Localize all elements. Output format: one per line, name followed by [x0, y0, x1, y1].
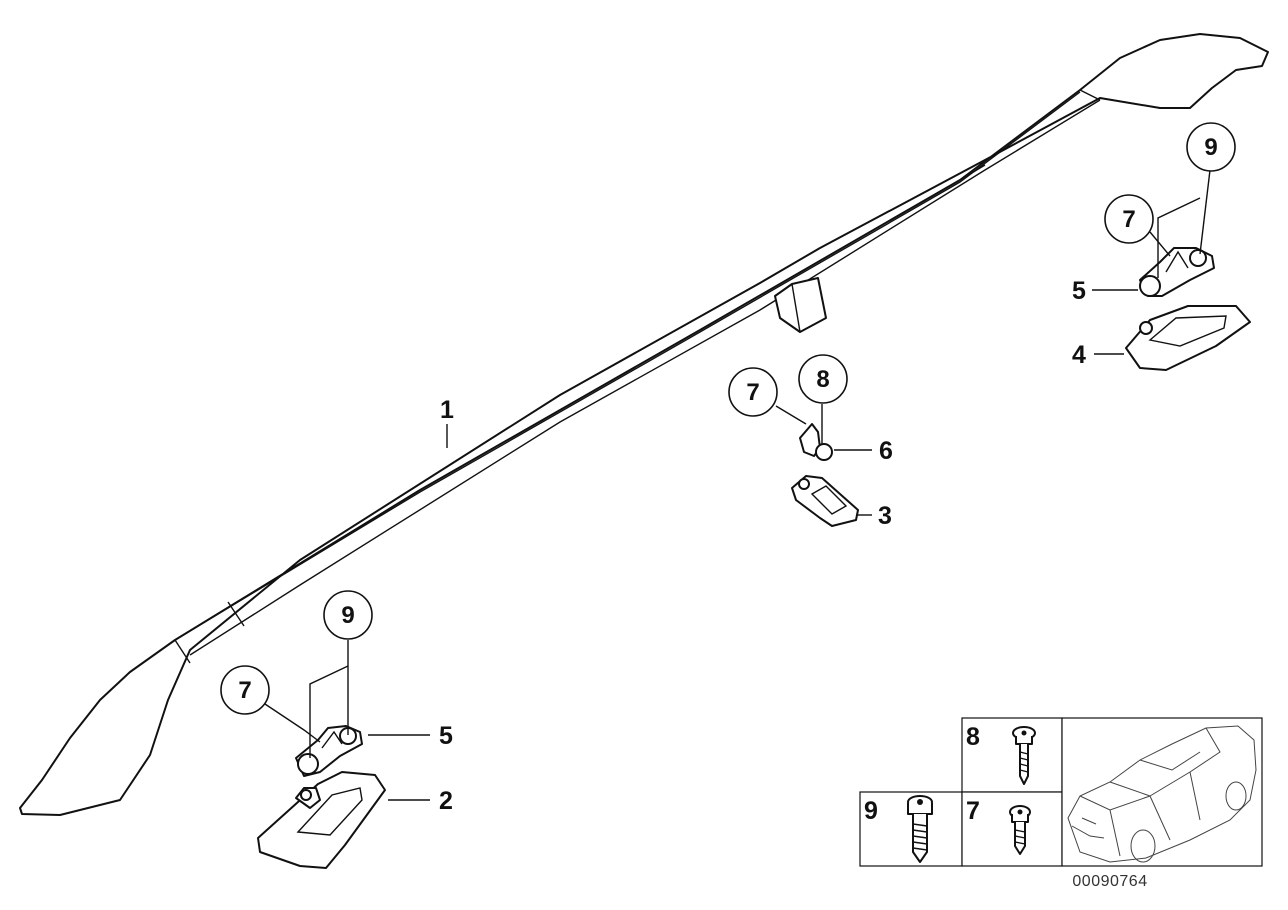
front-bracket	[295, 725, 363, 777]
callout-7-middle: 7	[746, 379, 759, 406]
circle-9-rear	[1186, 122, 1236, 172]
vehicle-thumbnail-icon	[1067, 725, 1257, 863]
callout-2: 2	[439, 787, 453, 815]
callout-3: 3	[878, 502, 892, 530]
circle-8-middle	[798, 354, 848, 404]
legend-label-9: 9	[864, 797, 878, 825]
callout-9-rear: 9	[1204, 134, 1217, 161]
legend-label-8: 8	[966, 723, 980, 751]
rear-base-pad	[1125, 305, 1251, 371]
callout-5-front: 5	[439, 722, 453, 750]
circle-9-front	[323, 590, 373, 640]
callout-9-front: 9	[341, 602, 354, 629]
diagram-code: 00090764	[1072, 873, 1147, 890]
callout-7-front: 7	[238, 677, 251, 704]
bolt-9-icon	[907, 795, 933, 863]
callout-1: 1	[440, 396, 454, 424]
rear-bracket	[1139, 247, 1215, 297]
callout-labels: 1 2 3 4 5 5 6	[439, 277, 1086, 815]
leader-lines	[261, 169, 1211, 801]
fastener-legend: 8 9 7	[859, 717, 1263, 867]
middle-base-pad	[791, 475, 859, 527]
front-base-pad	[257, 771, 386, 869]
circle-7-rear	[1104, 194, 1154, 244]
circled-callouts: 9 7 7 8 9 7	[220, 122, 1236, 715]
legend-box-8	[961, 717, 1063, 793]
callout-6: 6	[879, 437, 893, 465]
vehicle-thumbnail-box	[1061, 717, 1263, 867]
screw-7-icon	[1009, 805, 1031, 855]
circle-7-front	[220, 665, 270, 715]
legend-label-7: 7	[966, 797, 980, 825]
callout-5-rear: 5	[1072, 277, 1086, 305]
callout-7-rear: 7	[1122, 206, 1135, 233]
callout-8-middle: 8	[816, 366, 829, 393]
callout-4: 4	[1072, 341, 1086, 369]
middle-bracket	[799, 423, 833, 461]
roof-rail	[19, 33, 1269, 816]
circle-7-middle	[728, 367, 778, 417]
screw-8-icon	[1012, 726, 1036, 785]
